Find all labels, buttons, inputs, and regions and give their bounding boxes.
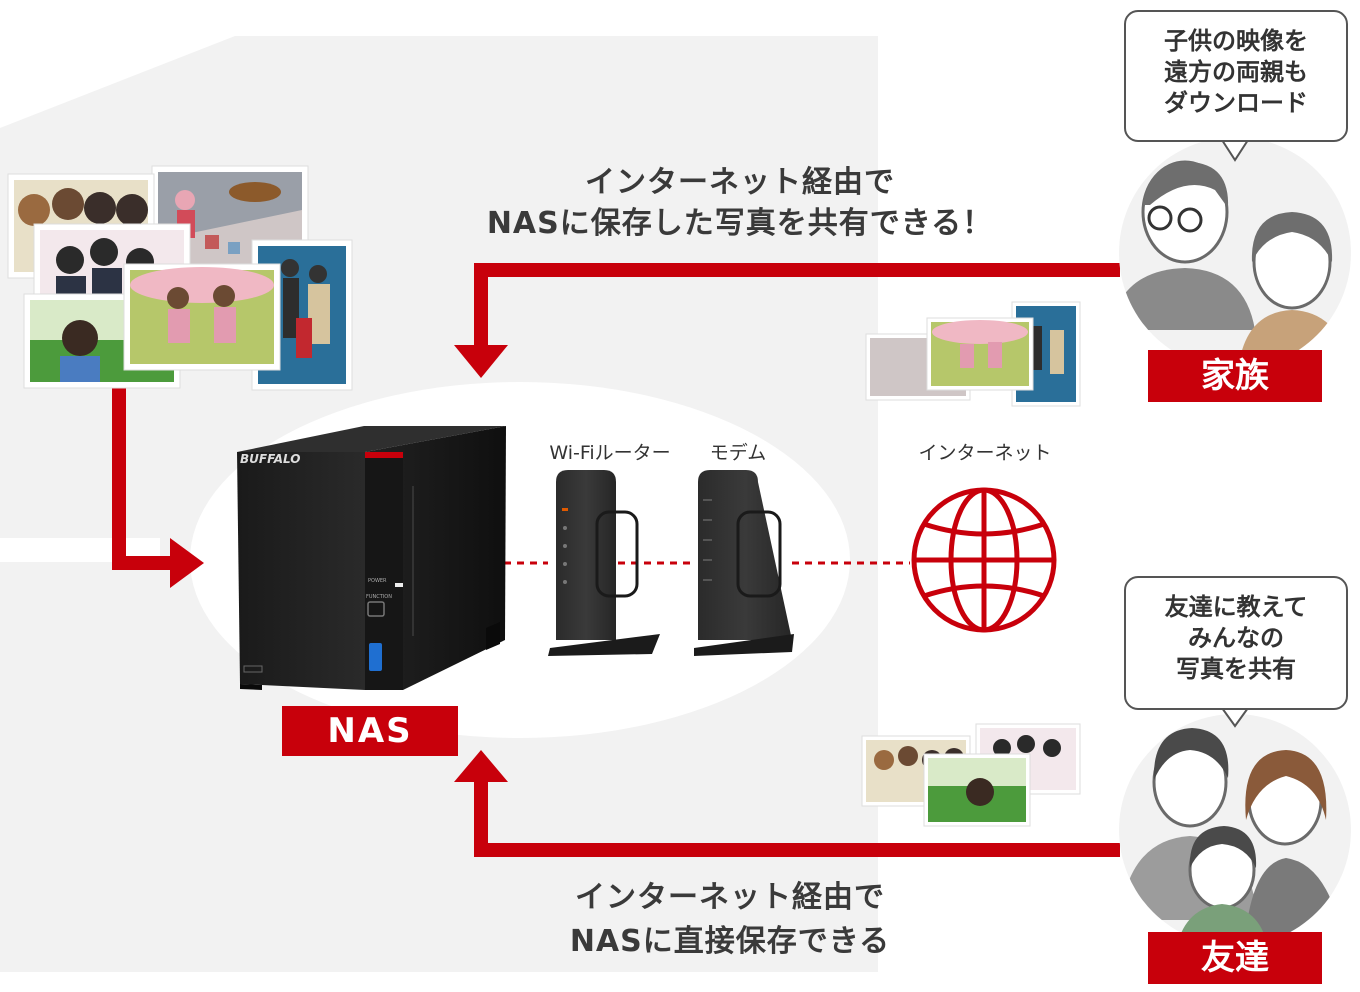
- photo-children-front: [123, 263, 281, 371]
- photo-stack-friends: [861, 723, 1081, 827]
- modem-device: [694, 470, 794, 656]
- arrow-family-to-nas: [454, 263, 1120, 378]
- photo-stack-family: [865, 301, 1081, 407]
- nas-device: [237, 426, 506, 690]
- nas-brand-logo: BUFFALO: [240, 452, 301, 466]
- photo-stack-icon: [7, 165, 353, 391]
- bubble-family-line2: 遠方の両親も: [1164, 58, 1308, 86]
- bubble-family-line3: ダウンロード: [1164, 89, 1308, 117]
- speech-bubble-friends: 友達に教えて みんなの 写真を共有: [1124, 576, 1348, 710]
- globe-icon: [911, 487, 1057, 633]
- arrow-friends-to-nas: [454, 750, 1120, 857]
- router-label: Wi-Fiルーター: [549, 442, 671, 464]
- modem-label: モデム: [709, 442, 767, 464]
- internet-label: インターネット: [918, 442, 1052, 464]
- bubble-friends-line3: 写真を共有: [1176, 655, 1296, 683]
- router-device: [548, 470, 660, 656]
- nas-power-label: POWER: [368, 578, 387, 584]
- arrow-photos-to-nas: [112, 385, 204, 588]
- nas-function-label: FUNCTION: [366, 594, 392, 600]
- people-icon-family: [1119, 137, 1351, 369]
- friends-label: 友達: [1148, 932, 1322, 984]
- caption-bottom-line1: インターネット経由で: [575, 880, 885, 915]
- nas-label: NAS: [282, 706, 458, 756]
- people-icon-friends: [1119, 714, 1351, 946]
- bubble-friends-line1: 友達に教えて: [1164, 593, 1308, 621]
- caption-bottom-line2: NASに直接保存できる: [569, 924, 891, 959]
- caption-top-line2: NASに保存した写真を共有できる！: [486, 206, 994, 241]
- bubble-family-line1: 子供の映像を: [1164, 27, 1308, 55]
- bubble-friends-line2: みんなの: [1188, 624, 1284, 652]
- family-label: 家族: [1148, 350, 1322, 402]
- caption-top-line1: インターネット経由で: [585, 165, 895, 200]
- speech-bubble-family: 子供の映像を 遠方の両親も ダウンロード: [1124, 10, 1348, 142]
